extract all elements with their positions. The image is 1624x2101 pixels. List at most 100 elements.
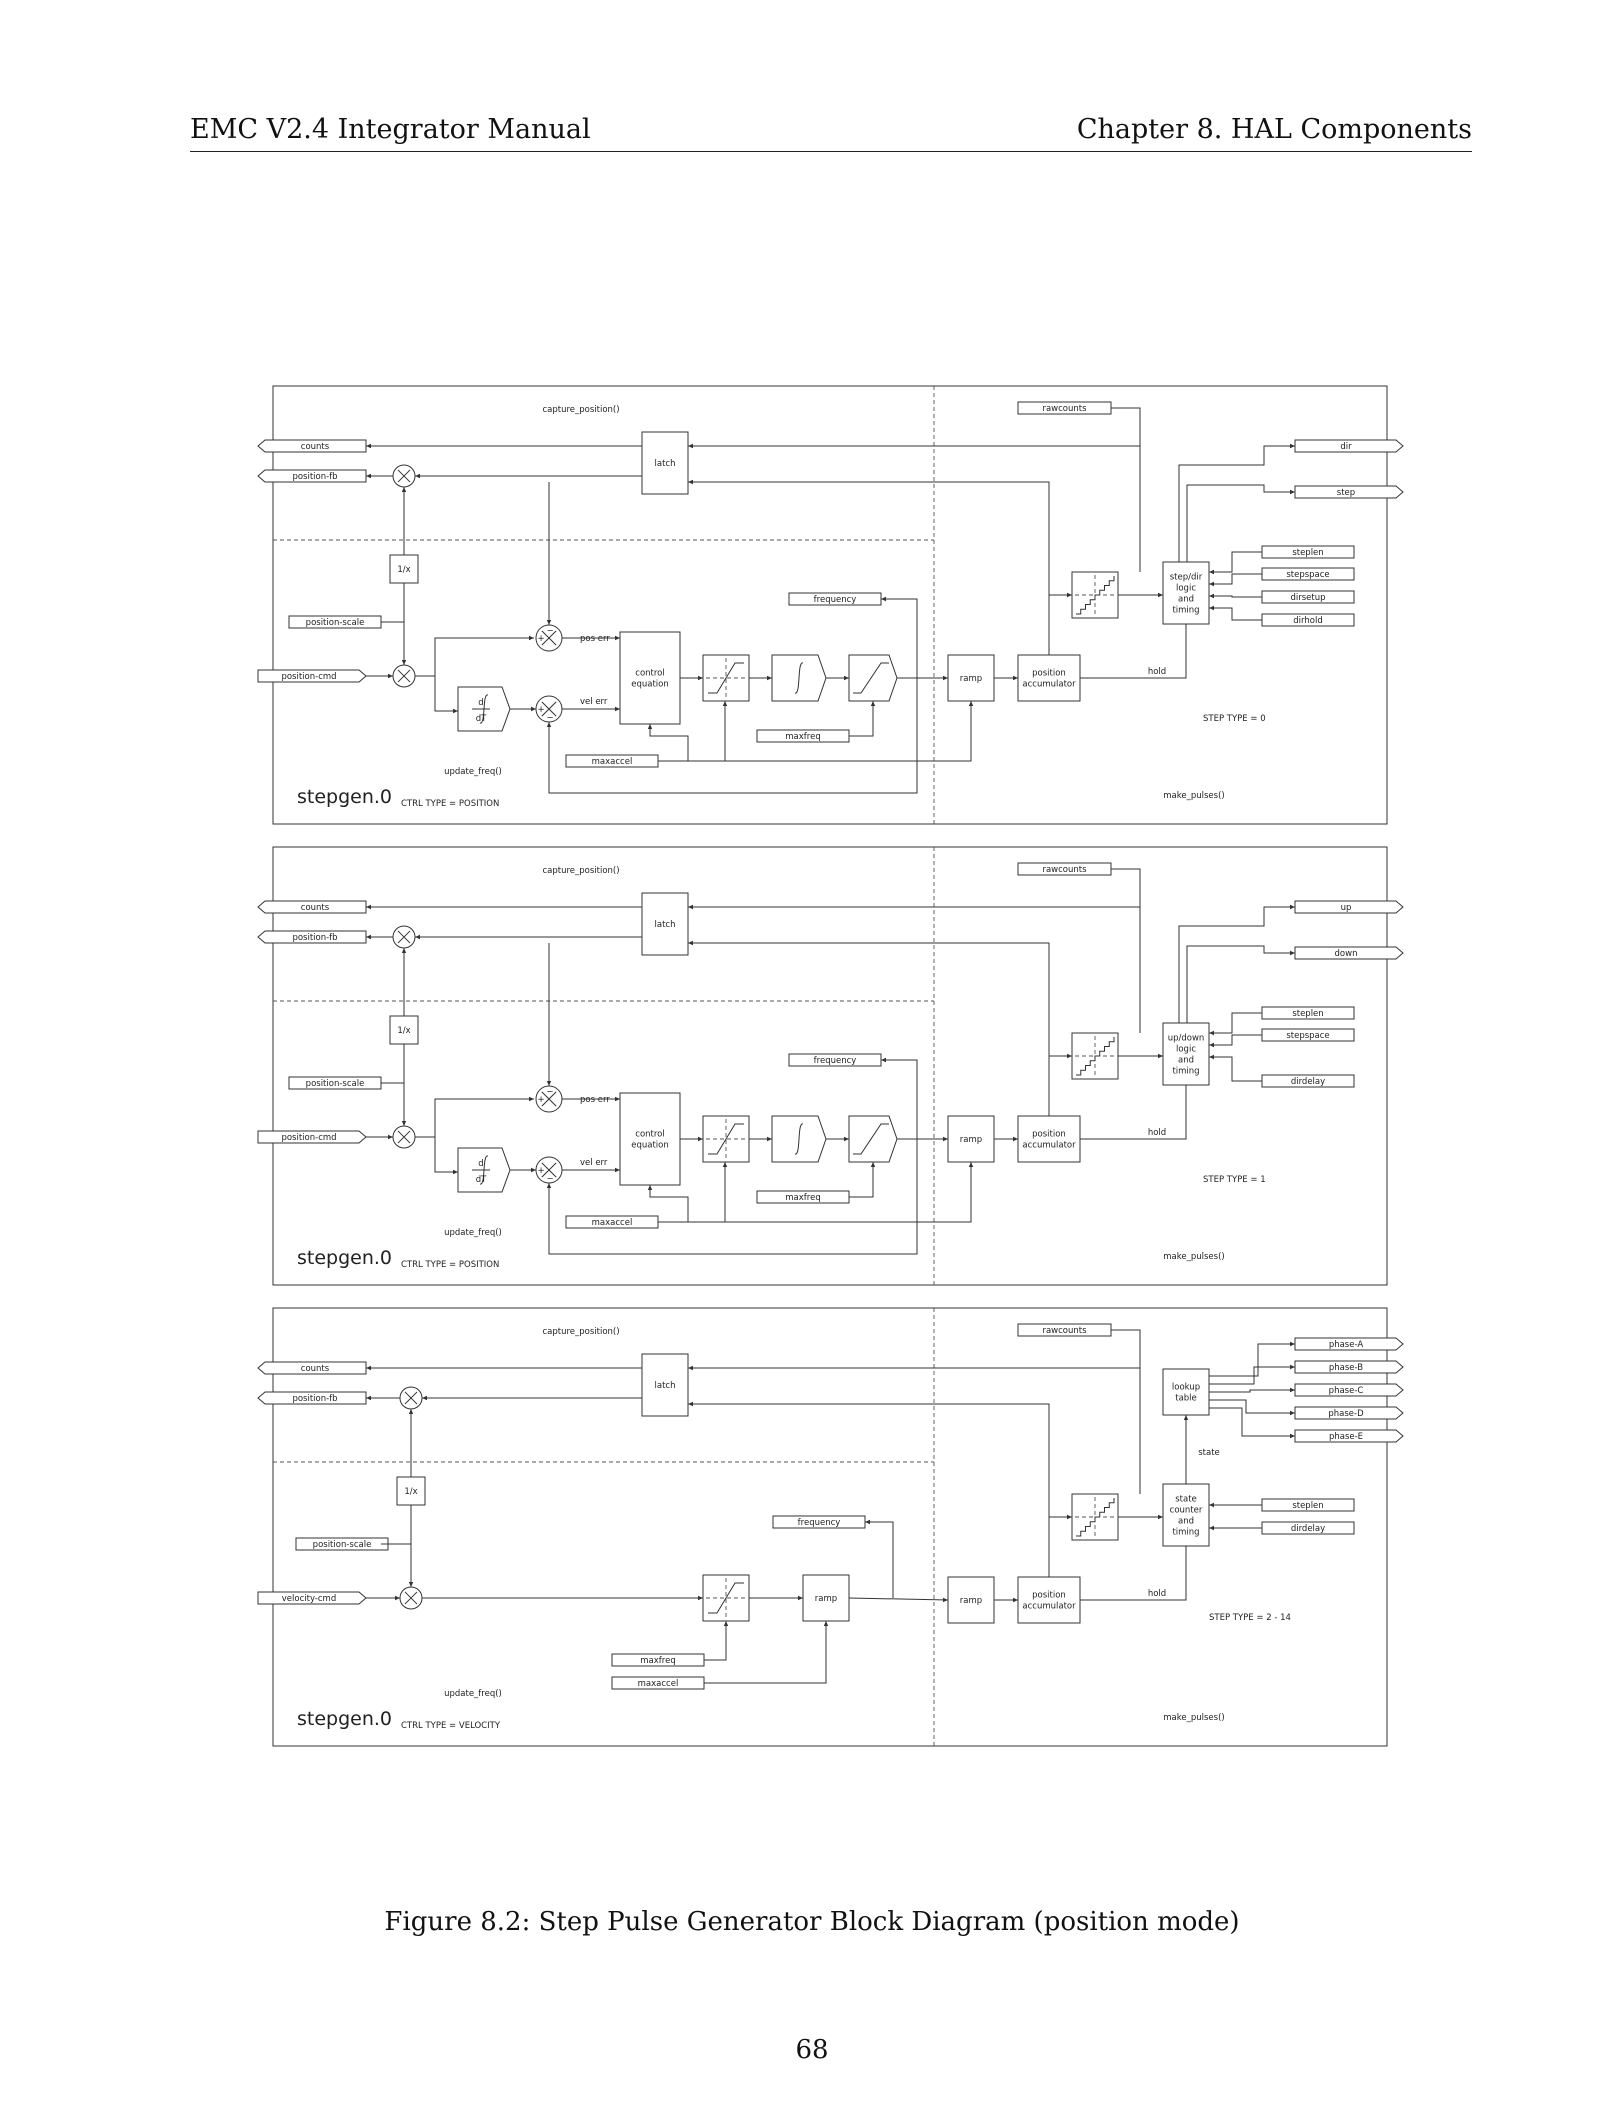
position-fb-pin-label: position-fb [292,1394,337,1404]
quantizer-block-steps [1076,1498,1115,1537]
maxaccel-pin-label: maxaccel [638,1679,679,1689]
position-scale-pin-label: position-scale [306,618,365,628]
freq-line [865,1519,894,1598]
position-accumulator-block [1017,1115,1081,1163]
cmd-to-deriv [434,1137,458,1175]
counts-pin-label: counts [301,1364,330,1374]
output-pin-dir [1294,439,1404,453]
maxaccel-line [704,1621,829,1684]
feedback-multiplier-x [397,930,411,944]
accel-integrator-block-integral [794,1123,804,1155]
maxaccel-pin-label: maxaccel [592,757,633,767]
output-ramp-block [947,654,995,702]
freq-limit-block [848,654,898,702]
output-line-down [1186,945,1295,1023]
acc-to-latch [688,940,1050,1116]
control-equation-block [619,1092,681,1186]
velocity-error-sum-x [541,1162,557,1178]
param-pin-dirhold-label: dirhold [1293,616,1322,626]
output-pin-phase-D [1294,1406,1404,1420]
command-multiplier-x [397,669,411,683]
output-line-up [1178,904,1295,1023]
param-pin-stepspace-label: stepspace [1286,1031,1329,1041]
command-pin-label: position-cmd [281,1133,336,1143]
step-logic-label-line-3: timing [1172,1067,1199,1077]
control-equation-label-line-1: equation [631,680,669,690]
frequency-pin-label: frequency [814,595,857,605]
position-error-sum-x [541,1091,557,1107]
param-pin-steplen-label: steplen [1292,548,1323,558]
command-multiplier-x [397,1130,411,1144]
step-logic-label-line-3: timing [1172,606,1199,616]
counts-pin-label: counts [301,903,330,913]
quantizer-block-steps [1076,1037,1115,1076]
param-pin-dirsetup-label: dirsetup [1290,593,1325,603]
velocity-error-sum-minus: − [546,1174,553,1184]
command-pin [257,669,367,683]
param-pin-dirdelay-label: dirdelay [1291,1524,1325,1534]
param-line-dirhold [1209,605,1262,621]
position-error-sum-plus: + [537,1095,544,1105]
feedback-multiplier-x [404,1391,418,1405]
position-accumulator-label-line-1: accumulator [1022,680,1076,690]
lookup-table-label-line-0: lookup [1172,1383,1200,1393]
output-line-phase-E [1209,1407,1295,1439]
recip-label: 1/x [404,1487,417,1497]
rawcounts-pin-label: rawcounts [1042,865,1087,875]
position-accumulator-label-line-0: position [1032,669,1066,679]
maxfreq-line [704,1621,729,1661]
output-ramp-label: ramp [960,674,982,684]
capture-position-label: capture_position() [542,405,619,415]
vel-err-label: vel err [580,697,608,707]
make-pulses-label: make_pulses() [1163,1252,1224,1262]
output-pin-phase-D-label: phase-D [1328,1409,1364,1419]
velocity-limit-block-curve [708,1123,744,1155]
position-scale-pin-label: position-scale [306,1079,365,1089]
command-pin-label: position-cmd [281,672,336,682]
output-pin-up-label: up [1341,903,1352,913]
stepgen-title: stepgen.0 [297,1708,392,1730]
maxaccel-to-ctrl [647,724,689,761]
header-chapter-title: Chapter 8. HAL Components [1076,114,1472,145]
hold-label: hold [1148,1589,1166,1599]
ctrl-type-label: CTRL TYPE = VELOCITY [401,1721,501,1731]
maxaccel-line [658,1162,974,1223]
param-line-dirdelay [1209,1054,1262,1082]
output-pin-up [1294,900,1404,914]
position-error-sum-minus: − [546,1087,553,1097]
pos-err-label: pos err [580,1095,610,1105]
output-pin-down [1294,946,1404,960]
capture-position-label: capture_position() [542,1327,619,1337]
step-type-label: STEP TYPE = 0 [1203,714,1266,724]
state-counter-label-line-0: state [1175,1495,1197,1505]
maxfreq-line [849,701,876,737]
command-pin [257,1130,367,1144]
step-logic-block [1162,1022,1210,1086]
recip-block [389,1015,419,1045]
output-line-phase-A [1209,1341,1295,1377]
latch-label: latch [655,920,676,930]
latch-label: latch [655,1381,676,1391]
maxaccel-pin-label: maxaccel [592,1218,633,1228]
derivative-d-label: d [478,1159,483,1169]
control-equation-label-line-1: equation [631,1141,669,1151]
param-pin-dirdelay-label: dirdelay [1291,1077,1325,1087]
step-logic-label-line-0: step/dir [1170,573,1203,583]
param-pin-steplen-label: steplen [1292,1501,1323,1511]
rawcounts-pin-label: rawcounts [1042,1326,1087,1336]
stepgen-title: stepgen.0 [297,786,392,808]
freq-limit-block-curve [853,1123,889,1155]
control-equation-block [619,631,681,725]
step-logic-label-line-0: up/down [1168,1034,1205,1044]
freq-line [881,596,918,678]
velocity-limit-block-curve [708,662,744,694]
stepgen-title: stepgen.0 [297,1247,392,1269]
freq-limit-block-curve [853,662,889,694]
output-pin-phase-B [1294,1360,1404,1374]
ctrl-type-label: CTRL TYPE = POSITION [401,1260,499,1270]
update-freq-label: update_freq() [444,767,502,777]
derivative-dt-label: dT [476,1175,487,1185]
latch-label: latch [655,459,676,469]
velocity-ramp-label: ramp [815,1594,837,1604]
raw-to-latch [688,869,1141,910]
